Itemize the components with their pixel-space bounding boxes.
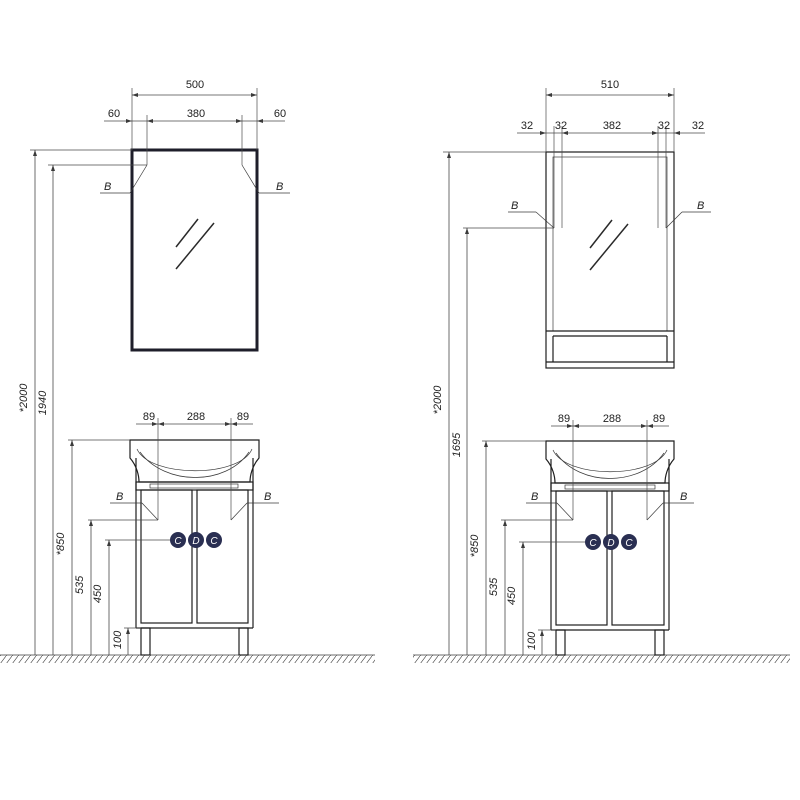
label-b-mirror-right-r: B [697, 200, 704, 212]
dim-535-r: 535 [488, 577, 500, 596]
right-cabinet-b-labels: B B [526, 491, 694, 521]
dim-32-c: 32 [658, 120, 670, 132]
left-cabinet-b-labels: B B [110, 491, 279, 521]
right-cabinet-dimensions: 89 288 89 [551, 413, 669, 520]
dot-c-right: C [210, 536, 218, 547]
right-view: 510 32 32 382 32 32 B B [432, 79, 711, 656]
dim-535: 535 [74, 575, 86, 594]
right-mirror-b-labels: B B [508, 200, 711, 229]
label-b-mirror-right: B [276, 181, 283, 193]
label-b-cab-left: B [116, 491, 123, 503]
dot-c-left-r: C [589, 538, 597, 549]
dot-c-left: C [174, 536, 182, 547]
left-cabinet [129, 439, 260, 656]
left-view: 500 60 380 60 B B [18, 79, 290, 656]
floor-left [0, 654, 375, 663]
left-cabinet-dimensions: 89 288 89 [136, 411, 253, 520]
left-vertical-dimensions: *2000 1940 *850 535 450 100 [18, 149, 170, 655]
left-connection-dots: C D C [170, 532, 222, 548]
label-b-cab-left-r: B [531, 491, 538, 503]
dim-100-r: 100 [526, 631, 538, 650]
dot-d-r: D [607, 538, 614, 549]
dim-1695: 1695 [451, 432, 463, 457]
floor-right [413, 654, 790, 663]
dim-32-a: 32 [521, 120, 533, 132]
right-mirror [545, 151, 675, 369]
dim-510: 510 [601, 79, 619, 91]
dim-382: 382 [603, 120, 621, 132]
dim-850: *850 [55, 532, 67, 556]
dim-850-r: *850 [469, 534, 481, 558]
dim-380: 380 [187, 108, 205, 120]
dim-2000: *2000 [18, 383, 30, 413]
left-mirror [130, 148, 259, 352]
left-mirror-b-labels: B B [100, 164, 290, 194]
dim-450-r: 450 [506, 586, 518, 605]
dim-32-d: 32 [692, 120, 704, 132]
dot-d: D [192, 536, 199, 547]
dot-c-right-r: C [625, 538, 633, 549]
right-vertical-dimensions: *2000 1695 *850 535 450 100 [432, 151, 585, 655]
dim-60-right: 60 [274, 108, 286, 120]
dim-500: 500 [186, 79, 204, 91]
dim-1940: 1940 [37, 390, 49, 415]
dim-89-right-r: 89 [653, 413, 665, 425]
dim-288: 288 [187, 411, 205, 423]
dim-60-left: 60 [108, 108, 120, 120]
label-b-cab-right-r: B [680, 491, 687, 503]
dim-32-b: 32 [555, 120, 567, 132]
right-cabinet [545, 440, 675, 656]
label-b-mirror-left-r: B [511, 200, 518, 212]
right-mirror-dimensions: 510 32 32 382 32 32 [517, 79, 705, 228]
label-b-mirror-left: B [104, 181, 111, 193]
dim-2000-r: *2000 [432, 385, 444, 415]
dim-89-left: 89 [143, 411, 155, 423]
dim-450: 450 [92, 584, 104, 603]
dim-100: 100 [112, 630, 124, 649]
label-b-cab-right: B [264, 491, 271, 503]
dim-89-right: 89 [237, 411, 249, 423]
dim-89-left-r: 89 [558, 413, 570, 425]
dim-288-r: 288 [603, 413, 621, 425]
right-connection-dots: C D C [585, 534, 637, 550]
left-mirror-dimensions: 500 60 380 60 [104, 79, 286, 165]
